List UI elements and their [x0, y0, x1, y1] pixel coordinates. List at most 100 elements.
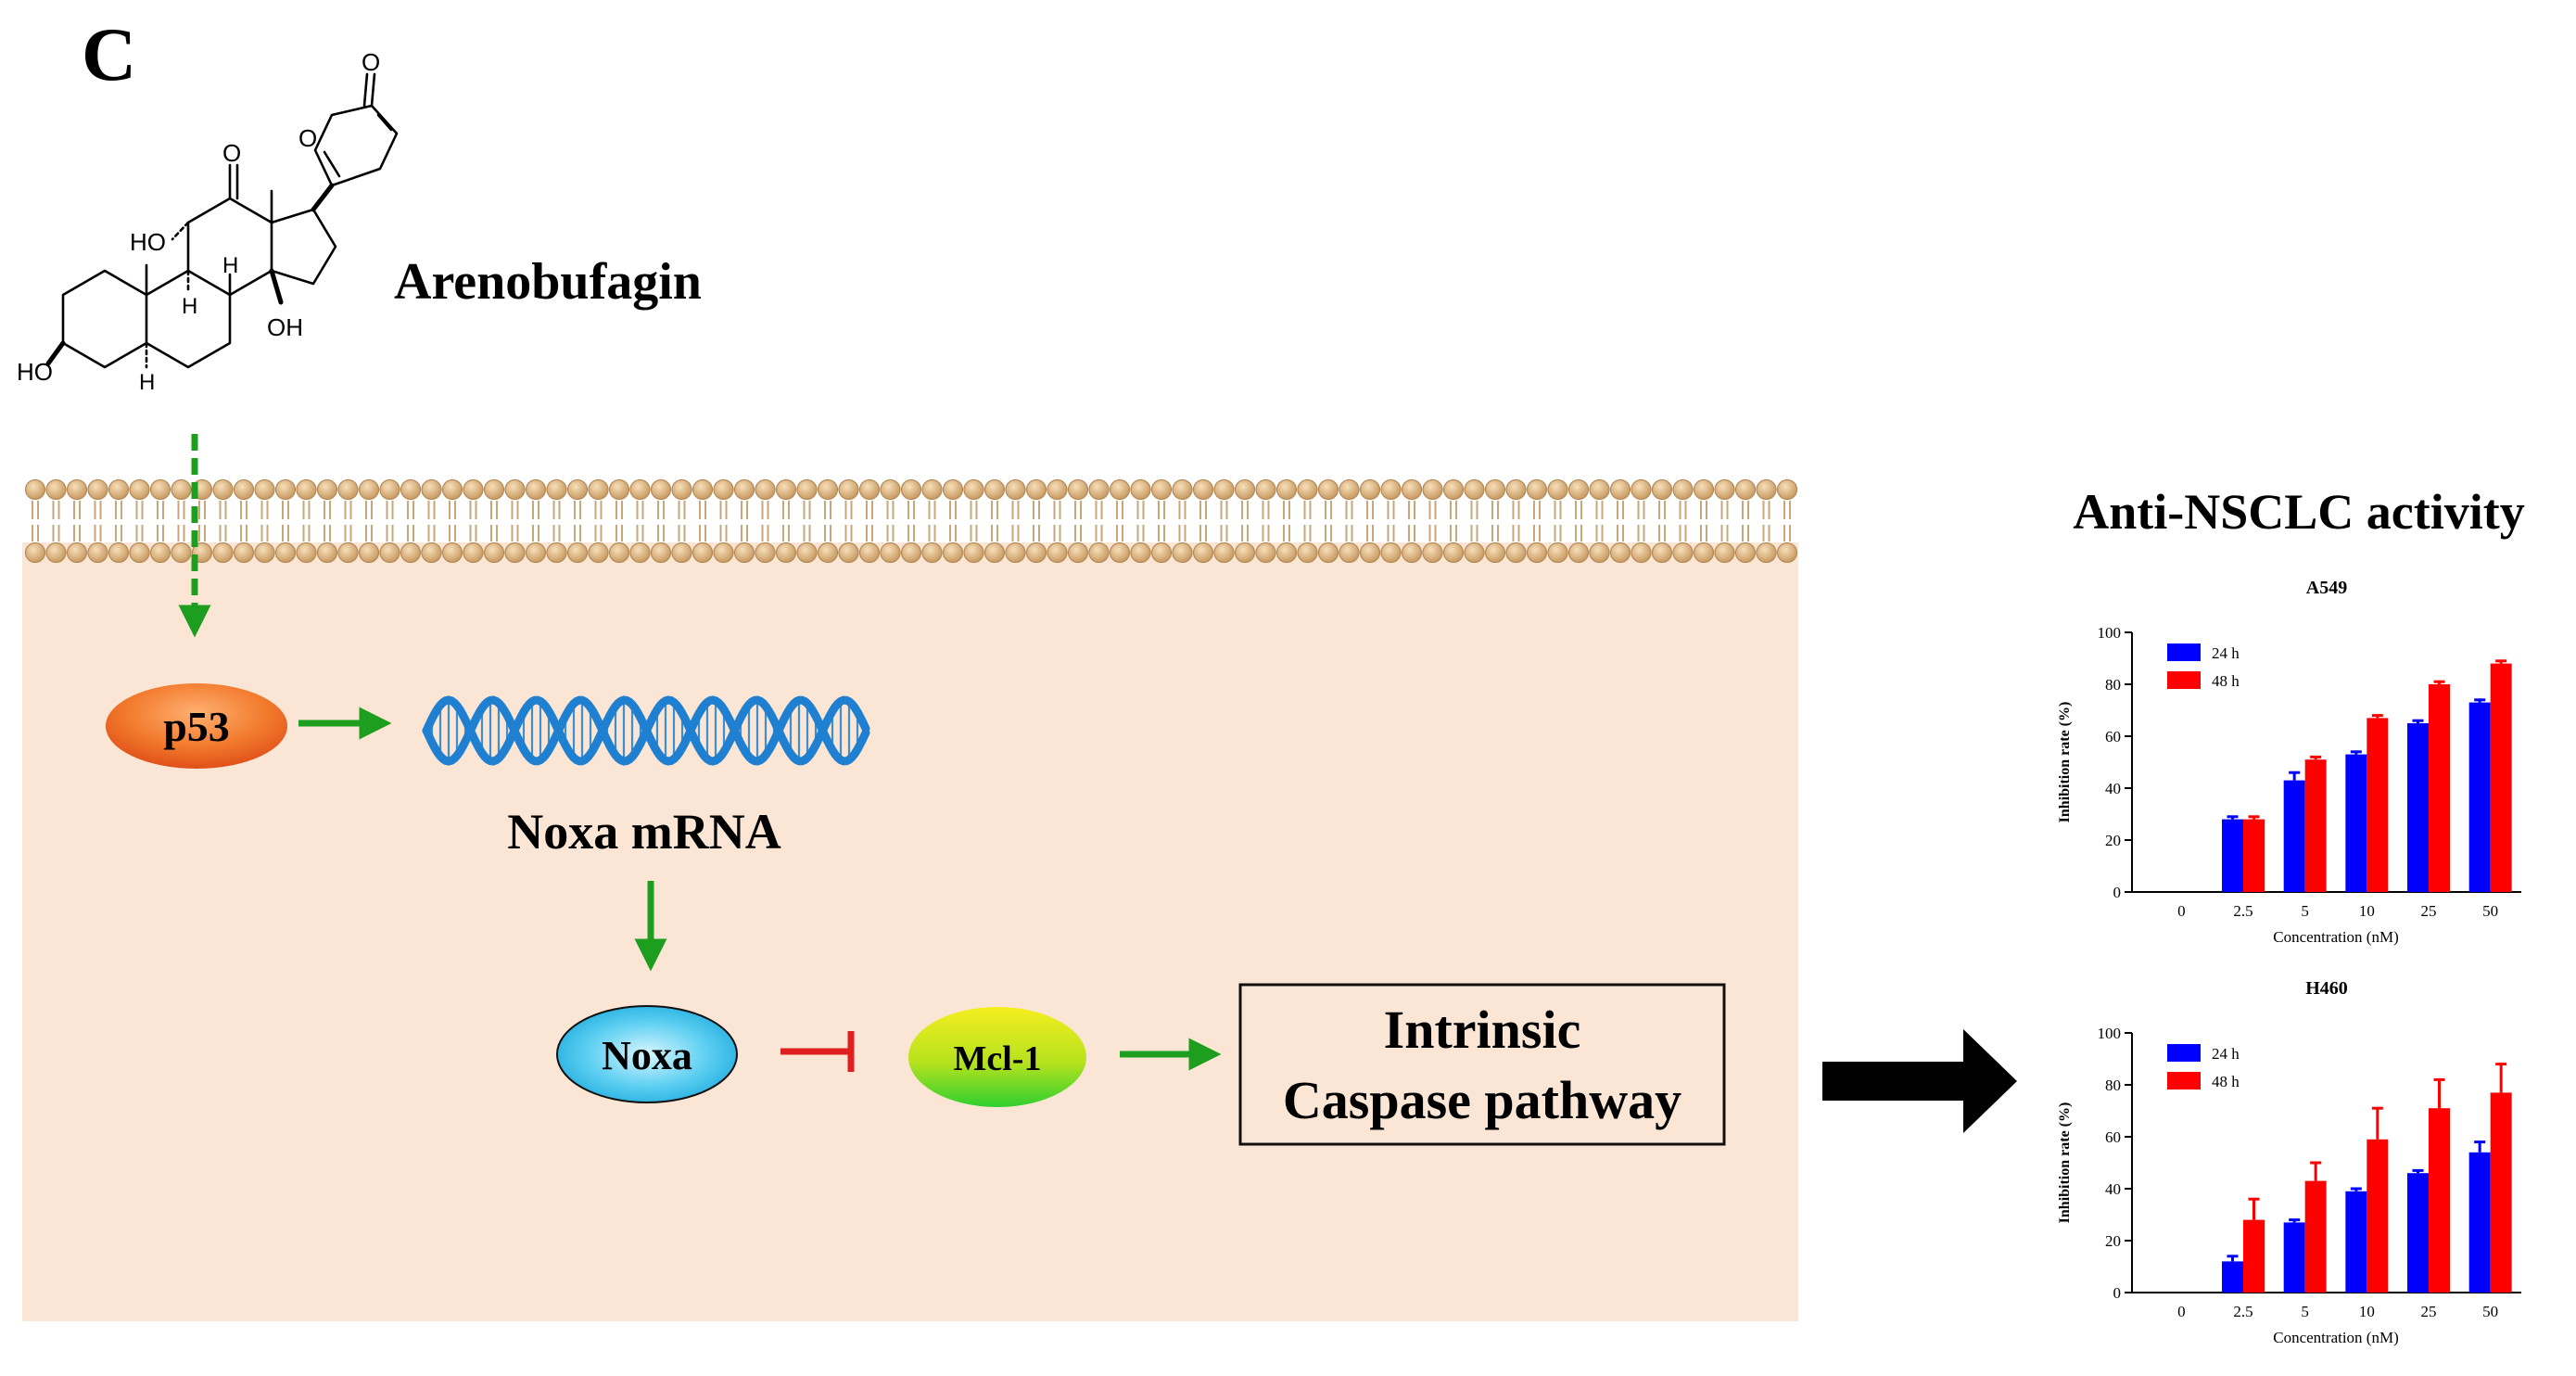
lipid-head [379, 541, 400, 564]
lipid-head [1401, 541, 1423, 564]
lipid-head [1693, 541, 1715, 564]
lipid-head [692, 541, 714, 564]
lipid-head [463, 541, 484, 564]
lipid-head [1109, 478, 1131, 501]
lipid-head [1130, 541, 1151, 564]
lipid-head [1150, 541, 1173, 564]
lipid-head [1422, 478, 1443, 501]
bar-24h-5 [2283, 780, 2305, 892]
lipid-head [1234, 541, 1256, 564]
activity-title: Anti-NSCLC activity [2073, 484, 2524, 540]
legend-swatch [2167, 1072, 2201, 1089]
lipid-head [942, 478, 964, 501]
x-tick-label: 0 [2177, 1303, 2186, 1320]
lipid-head [713, 478, 734, 501]
lipid-head [692, 478, 714, 501]
lipid-head [629, 541, 651, 564]
lipid-head [1484, 478, 1506, 501]
lipid-head [316, 478, 338, 501]
lipid-head [1088, 478, 1110, 501]
lipid-head [1734, 478, 1757, 501]
bar-24h-2.5 [2222, 1261, 2243, 1293]
legend-label: 48 h [2212, 1073, 2240, 1090]
lipid-head [1275, 541, 1298, 564]
x-tick-label: 0 [2177, 902, 2186, 920]
dna-helix-icon [422, 695, 870, 766]
lipid-head [1567, 478, 1590, 501]
ketone-oxygen: O [222, 139, 241, 167]
lipid-head [755, 541, 776, 564]
lipid-head [546, 541, 567, 564]
lipid-head [1422, 541, 1443, 564]
lipid-head [838, 541, 859, 564]
lipid-head [525, 541, 547, 564]
lactone-ring-oxygen: O [298, 124, 317, 152]
lipid-head [463, 478, 484, 501]
lipid-head [733, 478, 755, 501]
lipid-head [1150, 478, 1173, 501]
lipid-head [1672, 478, 1694, 501]
lipid-head [942, 541, 964, 564]
y-tick-label: 20 [2105, 832, 2121, 849]
lipid-head [108, 541, 130, 564]
mcl1-label: Mcl-1 [954, 1039, 1042, 1078]
lipid-head [755, 478, 776, 501]
lipid-head [1005, 478, 1026, 501]
lipid-head [1609, 478, 1631, 501]
x-tick-label: 50 [2482, 902, 2498, 920]
lipid-head [1359, 478, 1381, 501]
y-axis-label: Inhibition rate (%) [2057, 702, 2073, 823]
lipid-head [400, 478, 422, 501]
lipid-head [671, 541, 692, 564]
lipid-head [1088, 541, 1110, 564]
lipid-head [254, 478, 275, 501]
bar-24h-25 [2407, 723, 2429, 892]
lipid-head [1484, 541, 1506, 564]
lipid-head [1025, 541, 1047, 564]
lipid-head [1776, 541, 1798, 564]
lipid-head [1401, 478, 1423, 501]
lipid-head [1047, 478, 1068, 501]
hydrogen-5-label: H [139, 370, 155, 395]
compound-name: Arenobufagin [394, 253, 702, 311]
lipid-head [274, 541, 297, 564]
lipid-head [1547, 478, 1568, 501]
legend-label: 48 h [2212, 672, 2240, 690]
result-arrow [1822, 1029, 2017, 1133]
lipid-head [671, 478, 692, 501]
lipid-head [1464, 541, 1485, 564]
legend-swatch [2167, 1044, 2201, 1062]
lipid-head [1589, 541, 1610, 564]
lipid-head [149, 478, 171, 501]
lipid-head [171, 478, 192, 501]
lipid-head [1631, 541, 1652, 564]
bar-24h-2.5 [2222, 819, 2243, 892]
y-tick-label: 80 [2105, 1077, 2121, 1094]
noxa-node [556, 1005, 738, 1103]
bar-24h-5 [2283, 1222, 2305, 1293]
lipid-head [129, 541, 150, 564]
lipid-head [900, 541, 922, 564]
lipid-head [483, 541, 505, 564]
legend-swatch [2167, 671, 2201, 689]
lipid-head [1464, 478, 1485, 501]
bar-48h-5 [2304, 1180, 2327, 1293]
legend-label: 24 h [2212, 644, 2240, 662]
lipid-head [1025, 478, 1047, 501]
lipid-head [817, 541, 839, 564]
lipid-head [66, 478, 88, 501]
lipid-head [1172, 478, 1193, 501]
x-axis-label: Concentration (nM) [2273, 928, 2399, 946]
y-tick-label: 0 [2113, 884, 2122, 901]
cell-membrane [24, 478, 1798, 564]
lipid-head [1234, 478, 1256, 501]
lipid-head [233, 541, 255, 564]
lipid-head [254, 541, 275, 564]
bar-48h-10 [2367, 1139, 2389, 1293]
lipid-head [1714, 478, 1735, 501]
bar-48h-5 [2304, 759, 2327, 892]
lipid-head [358, 541, 380, 564]
x-axis-label: Concentration (nM) [2273, 1329, 2399, 1346]
